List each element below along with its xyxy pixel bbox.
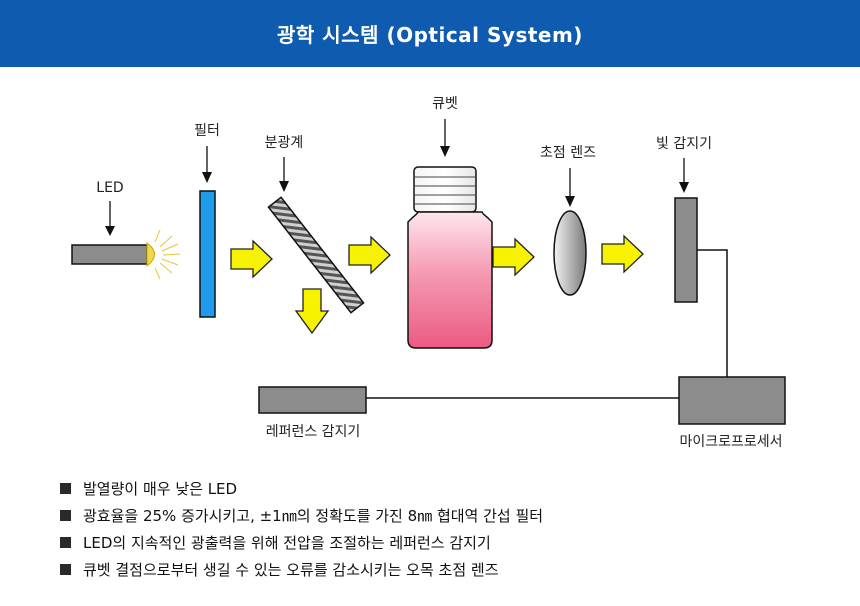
square-bullet-icon: [60, 510, 71, 521]
label-filter: 필터: [194, 123, 220, 139]
square-bullet-icon: [60, 564, 71, 575]
label-led: LED: [96, 180, 123, 196]
light-arrow-2: [348, 235, 391, 275]
label-beam-splitter: 분광계: [265, 135, 304, 151]
light-arrow-4: [601, 234, 644, 274]
light-arrow-1: [230, 239, 273, 279]
led-glow-rays: [154, 229, 181, 280]
label-reference-detector: 레퍼런스 감지기: [266, 424, 361, 440]
label-cuvette: 큐벳: [432, 96, 458, 112]
light-detector: [674, 197, 698, 303]
wire-detector: [697, 249, 728, 378]
feature-item: LED의 지속적인 광출력을 위해 전압을 조절하는 레퍼런스 감지기: [60, 533, 543, 560]
light-arrow-3: [492, 237, 535, 277]
header-bar: 광학 시스템 (Optical System): [0, 0, 860, 67]
label-light-detector: 빛 감지기: [656, 136, 712, 152]
light-arrow-down: [294, 288, 330, 335]
feature-item: 광효율을 25% 증가시키고, ±1㎚의 정확도를 가진 8㎚ 협대역 간섭 필…: [60, 506, 543, 533]
label-microprocessor: 마이크로프로세서: [679, 434, 782, 450]
feature-list: 발열량이 매우 낮은 LED 광효율을 25% 증가시키고, ±1㎚의 정확도를…: [60, 479, 543, 587]
optical-system-diagram: LED 필터 분광계 큐벳 초점 렌즈 빛 감지기: [71, 96, 786, 450]
filter: [199, 190, 216, 318]
feature-item: 큐벳 결점으로부터 생길 수 있는 오류를 감소시키는 오목 초점 렌즈: [60, 560, 543, 587]
label-focus-lens: 초점 렌즈: [540, 145, 596, 161]
square-bullet-icon: [60, 483, 71, 494]
led-source: [71, 229, 181, 280]
beam-splitter: [267, 196, 365, 314]
page-title: 광학 시스템 (Optical System): [277, 23, 583, 47]
focus-lens: [553, 210, 587, 296]
cuvette: [407, 166, 493, 349]
square-bullet-icon: [60, 537, 71, 548]
microprocessor: [678, 376, 786, 425]
feature-item: 발열량이 매우 낮은 LED: [60, 479, 543, 506]
reference-detector: [258, 386, 367, 414]
